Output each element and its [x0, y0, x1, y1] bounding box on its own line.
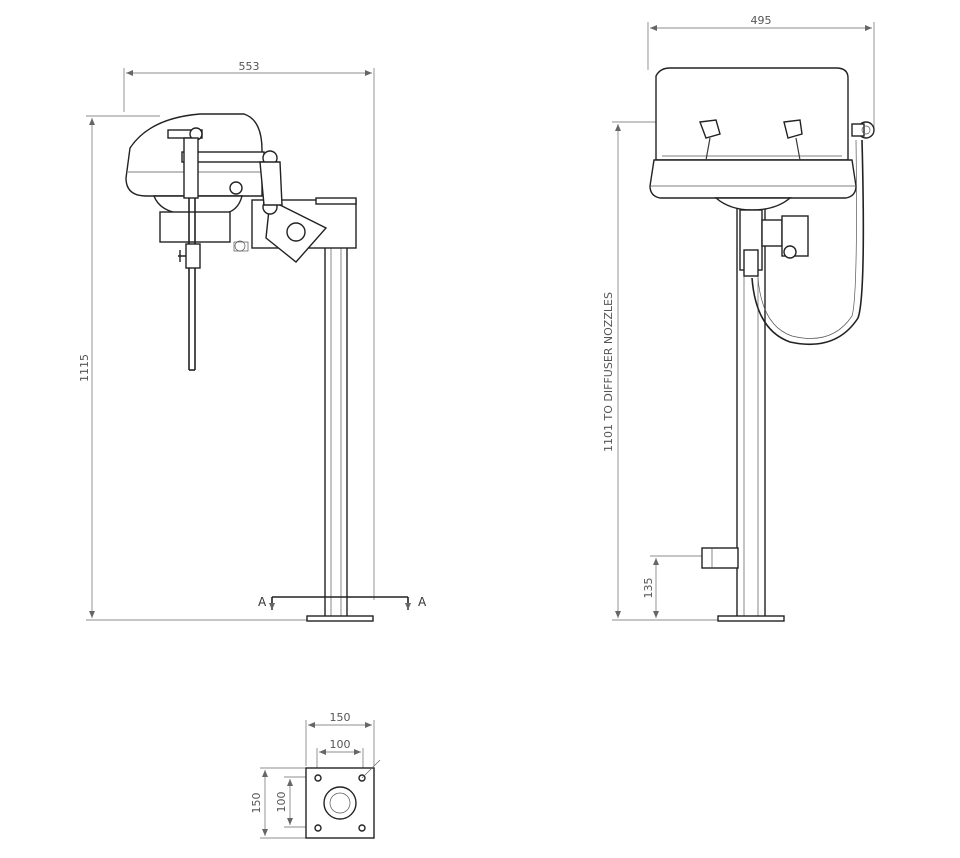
side-width-dimension: 553 [123, 60, 375, 600]
front-width-dimension: 495 [647, 14, 875, 130]
side-width-label: 553 [239, 60, 260, 73]
front-nozzles [699, 119, 803, 161]
side-view: 553 1115 [78, 60, 427, 622]
front-nozzle-height-dimension: 1101 TO DIFFUSER NOZZLES [602, 121, 720, 621]
front-view: 495 1101 TO DIFFUSER NOZZLES 135 [602, 14, 875, 622]
front-width-label: 495 [751, 14, 772, 27]
base-plate [305, 759, 381, 839]
bolt-hole [314, 824, 322, 832]
bolt-hole [358, 824, 366, 832]
base-outer-width-label: 150 [330, 711, 351, 724]
base-outer-width-dimension: 150 [305, 711, 375, 766]
front-drain-height-label: 135 [642, 578, 655, 599]
front-drain-elbow [701, 547, 739, 569]
front-valve-assembly [739, 209, 809, 277]
front-nozzle-height-label: 1101 TO DIFFUSER NOZZLES [602, 292, 615, 452]
base-inner-height-label: 100 [275, 792, 288, 813]
side-height-label: 1115 [78, 354, 91, 382]
front-side-hose-connector [851, 121, 875, 139]
section-marker-left: A [258, 595, 267, 609]
side-height-dimension: 1115 [78, 115, 310, 621]
front-drain-height-dimension: 135 [642, 555, 702, 618]
section-marker-right: A [418, 595, 427, 609]
side-valve-rod [178, 137, 201, 371]
base-plate-view: 150 100 150 100 [250, 711, 381, 839]
base-inner-width-label: 100 [330, 738, 351, 751]
base-outer-height-label: 150 [250, 793, 263, 814]
section-line-a: A A [258, 595, 427, 610]
front-bowl [649, 67, 857, 211]
front-hose [751, 139, 865, 346]
bolt-hole [314, 774, 322, 782]
side-pedestal-column [306, 199, 374, 622]
base-outer-height-dimension: 150 [250, 767, 306, 839]
